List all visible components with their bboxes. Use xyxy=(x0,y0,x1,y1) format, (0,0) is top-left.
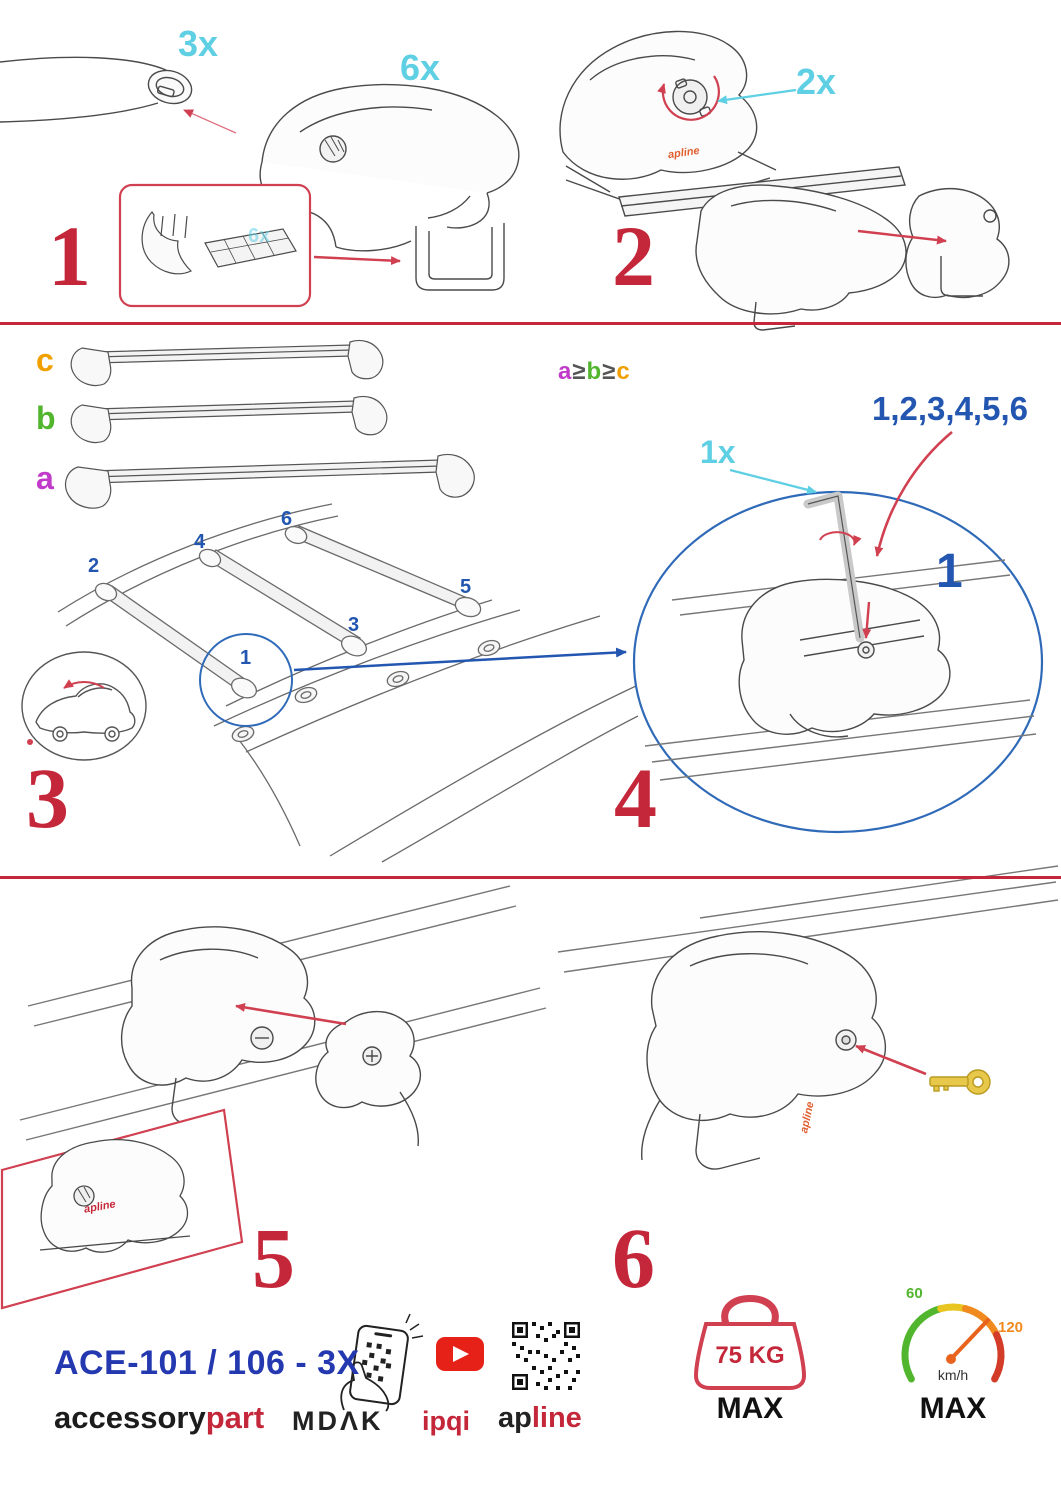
step6-number: 6 xyxy=(612,1210,655,1306)
weight-max-label: MAX xyxy=(716,1392,784,1425)
section-divider-1 xyxy=(0,322,1061,325)
step1-pad-qty: 6x xyxy=(248,225,271,247)
step2-key-turns: 2x xyxy=(796,61,837,102)
qr-code-icon xyxy=(512,1322,580,1390)
speed-high-tick: 120 xyxy=(998,1319,1024,1336)
roof-position-1: 1 xyxy=(240,647,252,669)
step1-foot-drawing xyxy=(259,83,520,291)
apline-ap: ap xyxy=(498,1402,532,1434)
size-label-c: c xyxy=(36,342,54,378)
step6-drawing xyxy=(557,865,1059,1170)
weight-limit-value: 75 KG xyxy=(715,1342,785,1369)
speed-max-label: MAX xyxy=(919,1392,987,1425)
roof-position-2: 2 xyxy=(88,555,100,577)
mdak-logo: MDΛK xyxy=(292,1406,384,1436)
rule-geq1: ≥ xyxy=(572,358,587,385)
rule-b: b xyxy=(586,358,603,385)
step3-number: 3 xyxy=(26,750,69,846)
step4-key-qty: 1x xyxy=(700,434,736,470)
step5-drawing xyxy=(19,885,547,1147)
apline-line: line xyxy=(531,1402,582,1434)
step4-zoom-drawing xyxy=(632,431,1044,834)
key-icon xyxy=(929,1069,991,1095)
roof-position-4: 4 xyxy=(194,531,206,553)
step3-roof-drawing xyxy=(57,503,639,863)
roof-position-6: 6 xyxy=(281,508,293,530)
step2-foot-top-drawing xyxy=(559,30,777,213)
product-code: ACE-101 / 106 - 3X xyxy=(54,1344,360,1382)
step5-number: 5 xyxy=(252,1210,295,1306)
step3-car-inset xyxy=(21,651,147,761)
roof-position-5: 5 xyxy=(460,576,472,598)
zoom-pointer-arrow xyxy=(293,647,627,672)
section-divider-2 xyxy=(0,876,1061,879)
speed-low-tick: 60 xyxy=(906,1285,923,1302)
step4-sequence: 1,2,3,4,5,6 xyxy=(872,390,1028,427)
step5-inset xyxy=(0,1108,244,1310)
position1-highlight-circle xyxy=(199,633,293,727)
rule-c: c xyxy=(616,358,631,385)
rule-a: a xyxy=(558,358,573,385)
step1-crossbar-drawing xyxy=(0,56,237,134)
accessorypart-logo: accessorypart xyxy=(54,1402,264,1433)
step2-assembly-drawing xyxy=(618,166,1010,331)
size-label-a: a xyxy=(36,460,54,496)
step1-bar-qty: 3x xyxy=(178,23,219,64)
ipqi-logo: ipqi xyxy=(422,1406,470,1436)
roof-position-3: 3 xyxy=(348,614,360,636)
step2-number: 2 xyxy=(612,208,655,304)
weight-limit-icon xyxy=(693,1295,807,1390)
brand-part: part xyxy=(205,1400,265,1435)
youtube-icon xyxy=(436,1337,484,1371)
step3-bars-drawing xyxy=(65,339,475,509)
speedometer-icon xyxy=(901,1303,1005,1383)
step2-qty-arrow xyxy=(717,88,797,105)
speed-unit: km/h xyxy=(937,1367,969,1383)
step1-number: 1 xyxy=(48,208,91,304)
phone-scan-icon xyxy=(340,1313,424,1412)
size-rule: a≥b≥c xyxy=(558,360,631,384)
step1-pad-inset xyxy=(118,183,401,308)
step4-tighten-order: 1 xyxy=(936,545,963,598)
step4-number: 4 xyxy=(614,750,657,846)
size-label-b: b xyxy=(36,400,56,436)
rule-geq2: ≥ xyxy=(602,358,617,385)
step1-foot-qty: 6x xyxy=(400,47,441,88)
apline-logo: apline xyxy=(498,1404,582,1433)
brand-accessory: accessory xyxy=(54,1400,206,1435)
